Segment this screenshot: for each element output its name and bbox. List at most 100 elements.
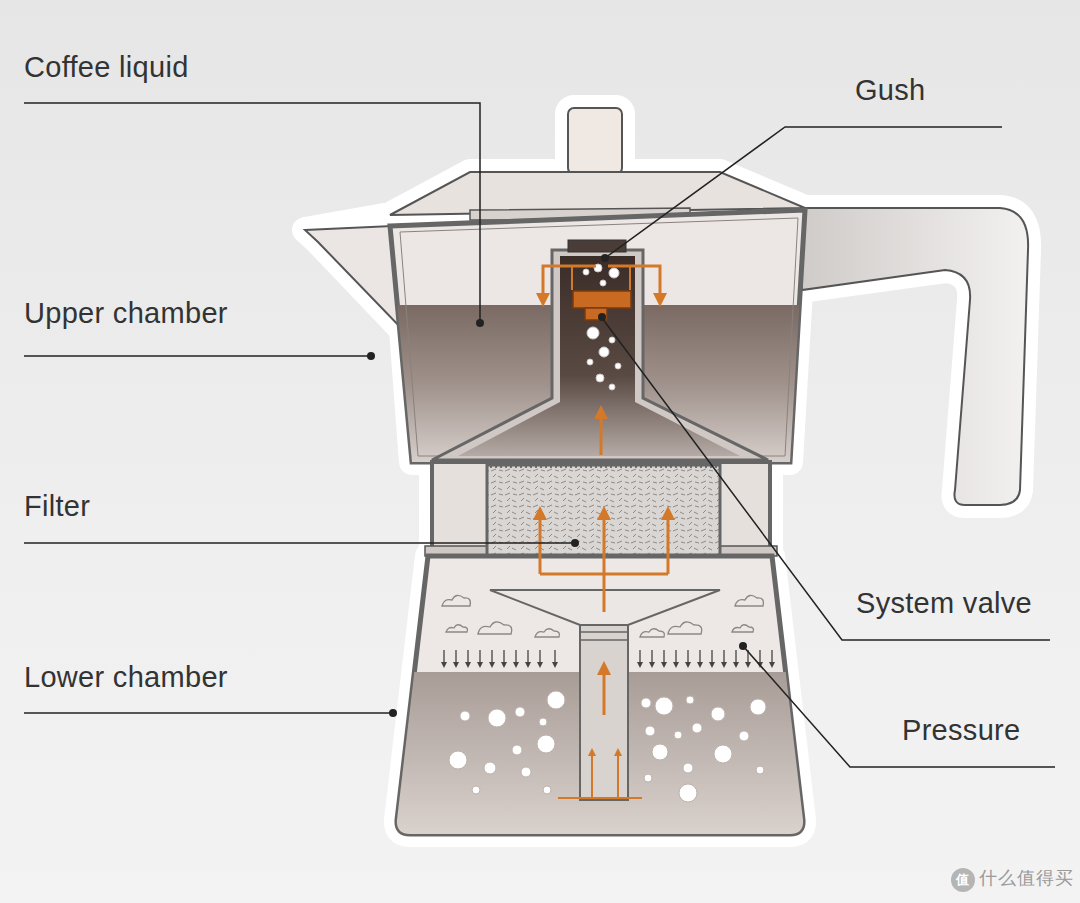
leader-lines [605, 127, 1002, 258]
filter-plate [490, 466, 717, 468]
steam-clouds [732, 625, 754, 632]
tube-bubbles [587, 327, 599, 339]
pressure-arrows [675, 650, 676, 665]
steam-clouds [478, 622, 512, 634]
watermark-text: 什么值得买 [979, 869, 1074, 889]
upper-funnel [432, 250, 768, 460]
leader-lines [24, 542, 574, 544]
water-bubbles [472, 786, 480, 794]
leader-dots [601, 254, 609, 262]
pressure-arrows [639, 650, 640, 665]
tube-bubbles [587, 359, 593, 365]
steam-clouds [442, 595, 470, 606]
tube-bubbles [615, 363, 621, 369]
water-bubbles [521, 767, 531, 777]
steam-clouds [446, 625, 468, 632]
part-label: Pressure [902, 715, 1020, 747]
pressure-arrows [479, 650, 480, 665]
leader-lines [24, 103, 1055, 767]
leader-dots [389, 709, 397, 717]
feed-tube-band [580, 639, 628, 641]
flow-arrows [603, 513, 606, 612]
pressure-arrows [515, 650, 516, 665]
part-label: Upper chamber [24, 298, 228, 330]
water-bubbles [655, 697, 673, 715]
flow-arrows [617, 752, 619, 798]
leader-lines [24, 355, 370, 357]
steam-clouds [535, 629, 559, 637]
spout [305, 226, 403, 330]
pressure-arrows [735, 650, 736, 665]
pressure-arrows [699, 650, 700, 665]
water-bubbles [460, 711, 470, 721]
pressure-arrows [503, 650, 504, 665]
leader-dots [571, 539, 579, 547]
pressure-arrows [443, 650, 444, 665]
handle [800, 208, 1028, 505]
tube-bubbles [600, 280, 606, 286]
watermark-icon [951, 868, 975, 892]
flow-arrows [608, 266, 660, 300]
pressure-arrows [539, 650, 540, 665]
pressure-arrows [651, 650, 652, 665]
water-bubbles [512, 745, 522, 755]
water-bubbles [683, 763, 693, 773]
part-label: Lower chamber [24, 662, 228, 694]
system-valve [573, 291, 631, 308]
pressure-arrows [527, 650, 528, 665]
part-label: System valve [856, 588, 1032, 620]
pressure-arrows [663, 650, 664, 665]
flow-arrows [600, 412, 603, 455]
leader-lines [743, 646, 1055, 767]
pressure-arrows [554, 650, 555, 665]
pressure-arrows [723, 650, 724, 665]
pressure-arrows [467, 650, 468, 665]
leader-dots [476, 319, 484, 327]
flow-arrows [629, 266, 631, 290]
leader-lines [24, 103, 480, 322]
part-label: Coffee liquid [24, 52, 189, 84]
water-bubbles [543, 786, 551, 794]
flow-arrows [543, 266, 596, 300]
tube-bubbles [599, 347, 609, 357]
water-bubbles [645, 726, 655, 736]
halo [568, 108, 622, 174]
water-bubbles [652, 744, 668, 760]
tube-bubbles [583, 269, 589, 275]
leader-lines [24, 712, 393, 714]
flow-arrows [558, 797, 642, 799]
flow-arrows [667, 513, 670, 574]
water-bubbles [756, 766, 764, 774]
flow-arrows [540, 573, 668, 576]
pressure-arrows [491, 650, 492, 665]
pressure-arrows [687, 650, 688, 665]
tube-bubbles [609, 268, 619, 278]
tube-bubbles [609, 337, 615, 343]
leader-lines [602, 318, 1050, 640]
water-bubbles [674, 731, 682, 739]
water-bubbles [750, 699, 766, 715]
flow-arrows [540, 266, 668, 798]
water-bubbles [644, 774, 652, 782]
water-bubbles [484, 762, 496, 774]
watermark-text: 值 [956, 873, 969, 887]
water-bubbles [449, 751, 467, 769]
water-bubbles [539, 718, 547, 726]
leader-dots [598, 313, 606, 321]
gush-cap [568, 240, 626, 252]
steam-clouds [668, 622, 702, 634]
flow-arrows [571, 266, 573, 290]
lid-knob [568, 108, 622, 174]
flow-arrows [603, 668, 606, 715]
tube-bubbles [583, 264, 621, 390]
system-valve-stem [585, 308, 607, 320]
leader-dots [367, 254, 747, 717]
water-bubbles [488, 709, 506, 727]
feed-tube-band [580, 631, 628, 633]
water-bubbles [739, 731, 749, 741]
part-label: Gush [855, 75, 926, 107]
part-label: Filter [24, 491, 90, 523]
tube-bubbles [596, 374, 604, 382]
pressure-arrows [759, 650, 760, 665]
